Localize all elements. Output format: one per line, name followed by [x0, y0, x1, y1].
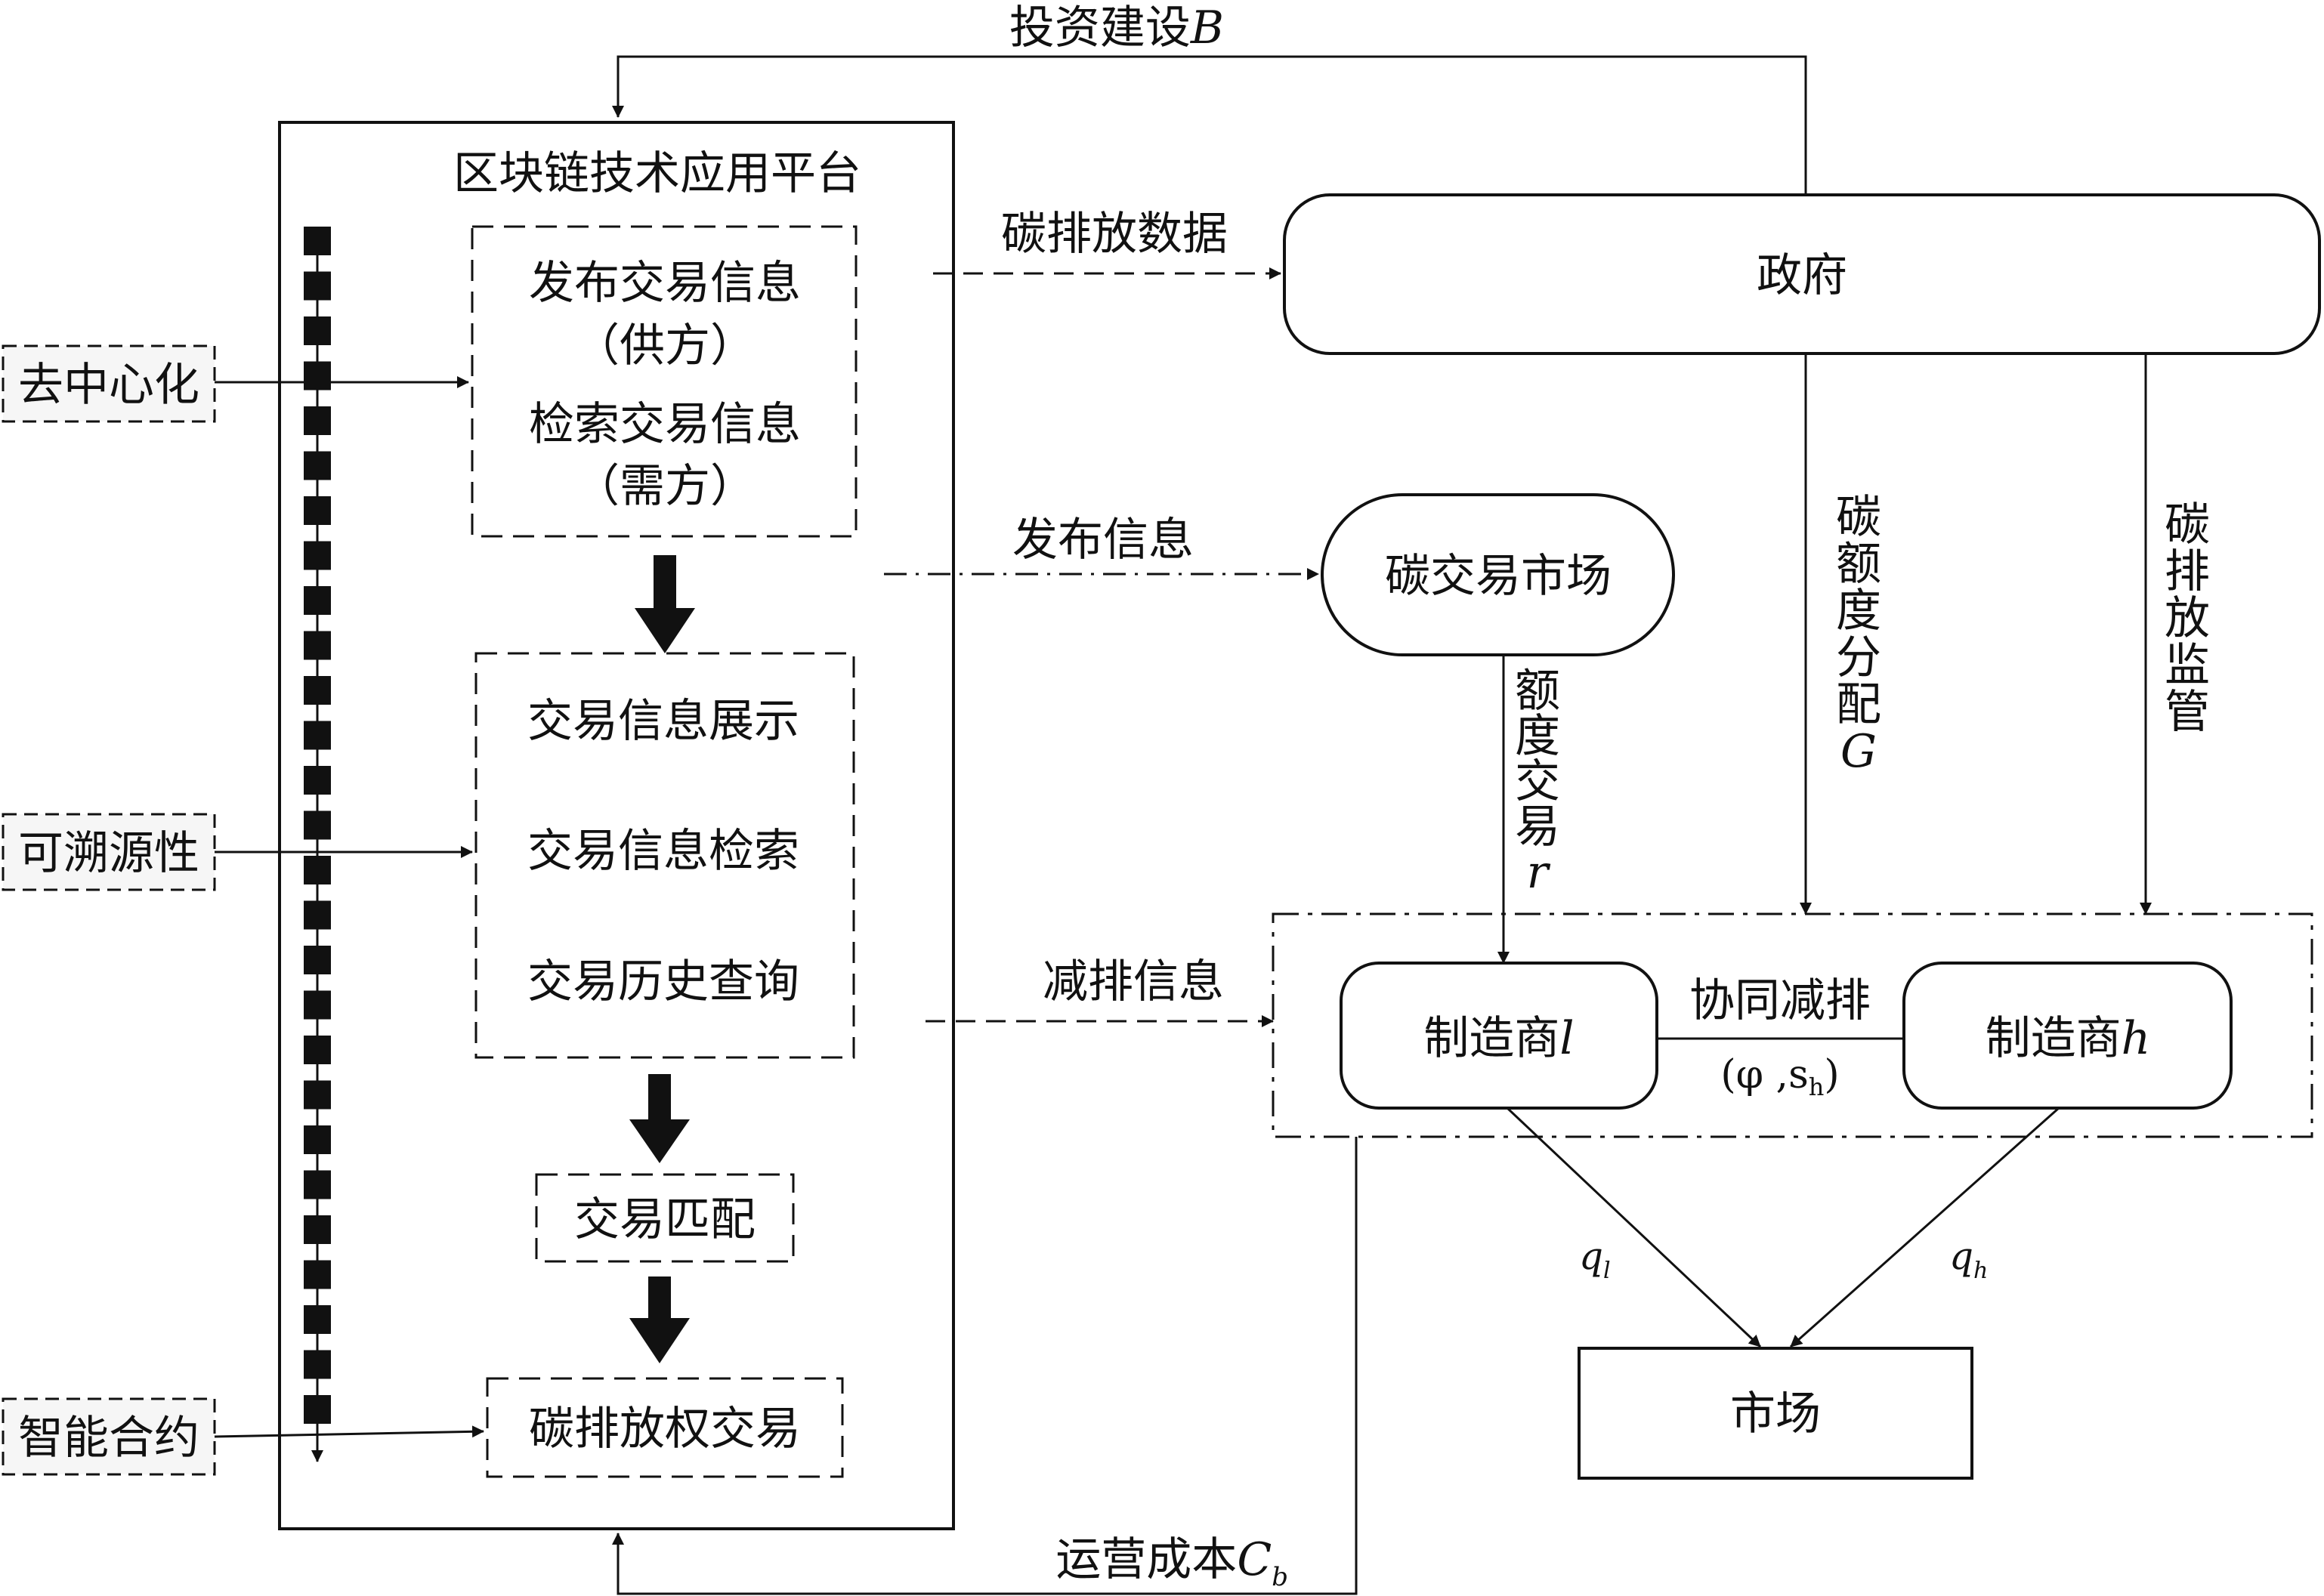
chain-block: [304, 990, 331, 1020]
publish-supplier-text: （供方）: [574, 320, 756, 372]
market-box: [1578, 1347, 1973, 1480]
output-high-label: qh: [1949, 1234, 1988, 1284]
search-demander-text: （需方）: [574, 460, 756, 513]
chain-block: [304, 496, 331, 525]
carbon-market-text: 碳交易市场: [1385, 550, 1612, 603]
emission-trading-text: 碳排放权交易: [529, 1403, 801, 1456]
chain-block: [304, 1350, 331, 1379]
vertical-label-char: 交: [1515, 755, 1560, 808]
vertical-label-symbol: G: [1840, 725, 1877, 778]
chain-block: [304, 856, 331, 884]
chain-block: [304, 1395, 331, 1424]
chain-block: [304, 810, 331, 840]
matching-text: 交易匹配: [574, 1193, 756, 1246]
reduction-info-label: 减排信息: [1043, 955, 1224, 1008]
vertical-label-char: 度: [1515, 710, 1560, 763]
platform-title: 区块链技术应用平台: [453, 147, 861, 200]
trade-info-box: [474, 652, 855, 1059]
chain-block: [304, 316, 331, 345]
government-box: [1283, 193, 2321, 355]
operating-cost-label: 运营成本Cb: [1055, 1533, 1288, 1592]
vertical-label-char: 配: [1836, 678, 1881, 731]
matching-box: [535, 1173, 795, 1263]
vertical-label-char: 排: [2165, 545, 2210, 598]
history-query-text: 交易历史查询: [527, 955, 799, 1008]
vertical-label-char: 度: [1836, 585, 1881, 637]
chain-block: [304, 227, 331, 255]
vertical-label-symbol: r: [1527, 846, 1551, 899]
government-text: 政府: [1757, 249, 1847, 302]
emission-data-label: 碳排放数据: [1001, 208, 1228, 261]
cooperation-label: 协同减排: [1689, 974, 1871, 1027]
carbon-market-box: [1321, 493, 1675, 656]
chain-block: [304, 721, 331, 750]
chain-block: [304, 900, 331, 930]
output-low-label: ql: [1579, 1234, 1611, 1284]
vertical-label-char: 分: [1836, 631, 1881, 684]
chain-block: [304, 631, 331, 660]
smart-contract-box: [2, 1397, 216, 1476]
investment-label: 投资建设B: [1009, 2, 1224, 54]
chain-block: [304, 1036, 331, 1064]
publish-info-text: 发布交易信息: [529, 257, 801, 310]
info-search-text: 交易信息检索: [527, 825, 799, 878]
chain-block: [304, 676, 331, 705]
cooperation-params: (φ ,sh): [1720, 1052, 1839, 1101]
vertical-label-char: 碳: [2165, 499, 2210, 551]
chain-block: [304, 271, 331, 301]
chain-block: [304, 946, 331, 974]
vertical-label-char: 额: [1515, 665, 1560, 718]
blockchain-platform-box: [278, 121, 955, 1530]
publish-search-box: [471, 225, 858, 538]
decentralization-text: 去中心化: [18, 359, 199, 412]
chain-block: [304, 451, 331, 480]
search-info-text: 检索交易信息: [529, 398, 801, 451]
traceability-box: [2, 813, 216, 891]
vertical-label-char: 放: [2165, 592, 2210, 645]
traceability-text: 可溯源性: [18, 827, 199, 880]
flow-arrow-3: [629, 1276, 690, 1363]
decentralization-box: [2, 344, 216, 423]
vertical-label-char: 易: [1515, 801, 1560, 854]
flow-arrow-2: [629, 1074, 690, 1163]
blockchain-chain: [304, 227, 331, 1462]
chain-block: [304, 586, 331, 615]
vertical-label-char: 碳: [1836, 491, 1881, 544]
manufacturer-h-box: [1902, 962, 2233, 1110]
flow-arrow-1: [635, 555, 695, 653]
vertical-label-char: 管: [2165, 686, 2210, 739]
smart-contract-text: 智能合约: [18, 1412, 199, 1465]
chain-block: [304, 406, 331, 435]
chain-block: [304, 1125, 331, 1154]
emission-trading-box: [486, 1377, 844, 1478]
manufacturer-h-text: 制造商h: [1986, 1012, 2151, 1065]
vertical-label-char: 额: [1836, 538, 1881, 591]
chain-block: [304, 1305, 331, 1334]
market-text: 市场: [1730, 1388, 1821, 1440]
manufacturer-l-text: 制造商l: [1423, 1012, 1574, 1065]
chain-block: [304, 766, 331, 795]
chain-block: [304, 361, 331, 391]
manufacturers-group-box: [1272, 912, 2313, 1138]
publish-info-label: 发布信息: [1012, 514, 1194, 566]
manufacturer-l-box: [1340, 962, 1658, 1110]
info-display-text: 交易信息展示: [527, 695, 799, 748]
chain-block: [304, 1215, 331, 1244]
chain-block: [304, 1170, 331, 1199]
vertical-label-char: 监: [2165, 639, 2210, 692]
chain-block: [304, 1080, 331, 1110]
chain-block: [304, 1260, 331, 1289]
chain-block: [304, 541, 331, 570]
